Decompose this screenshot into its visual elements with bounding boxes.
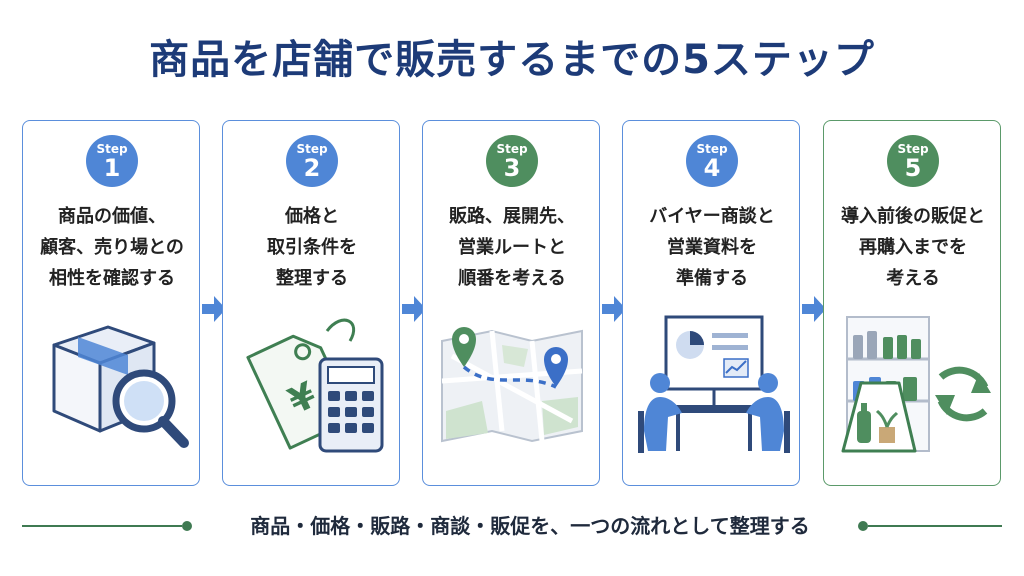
price-tag-calculator-icon: ¥ (246, 318, 384, 453)
step-number: 3 (503, 154, 521, 182)
arrow-right-icon (602, 296, 626, 322)
shelf-cycle-icon (841, 316, 991, 453)
footer-divider-right (868, 525, 1002, 527)
footer-divider-left (22, 525, 182, 527)
step-card-4: Step 4 バイヤー商談と営業資料を準備する (622, 120, 800, 486)
step-description: 商品の価値、顧客、売り場との相性を確認する (40, 206, 184, 289)
step-number: 2 (303, 154, 321, 182)
arrow-right-icon (202, 296, 226, 322)
meeting-presentation-icon (638, 315, 790, 453)
step-card-3: Step 3 販路、展開先、営業ルートと順番を考える (422, 120, 600, 486)
step-number: 1 (103, 154, 121, 182)
step-number: 4 (703, 154, 721, 182)
step-badge-5: Step 5 (887, 135, 939, 187)
footer-summary: 商品・価格・販路・商談・販促を、一つの流れとして整理する (250, 514, 810, 538)
step-card-2: Step 2 価格と取引条件を整理する ¥ (222, 120, 400, 486)
step-label: Step (296, 142, 328, 156)
page-title: 商品を店舗で販売するまでの5ステップ (149, 37, 875, 83)
map-route-icon (441, 327, 583, 443)
step-label: Step (897, 142, 929, 156)
footer-dot-left (182, 521, 192, 531)
step-badge-2: Step 2 (286, 135, 338, 187)
step-card-1: Step 1 商品の価値、顧客、売り場との相性を確認する (22, 120, 200, 486)
step-badge-3: Step 3 (486, 135, 538, 187)
step-label: Step (96, 142, 128, 156)
box-magnifier-icon (52, 325, 189, 448)
arrow-right-icon (802, 296, 826, 322)
step-number: 5 (904, 154, 922, 182)
step-badge-1: Step 1 (86, 135, 138, 187)
step-label: Step (496, 142, 528, 156)
step-description: 導入前後の販促と再購入までを考える (841, 206, 985, 289)
step-card-5: Step 5 導入前後の販促と再購入までを考える (823, 120, 1001, 486)
step-description: 販路、展開先、営業ルートと順番を考える (449, 206, 575, 289)
step-badge-4: Step 4 (686, 135, 738, 187)
step-description: バイヤー商談と営業資料を準備する (649, 206, 775, 289)
step-label: Step (696, 142, 728, 156)
arrow-right-icon (402, 296, 426, 322)
footer-dot-right (858, 521, 868, 531)
step-description: 価格と取引条件を整理する (267, 206, 357, 289)
